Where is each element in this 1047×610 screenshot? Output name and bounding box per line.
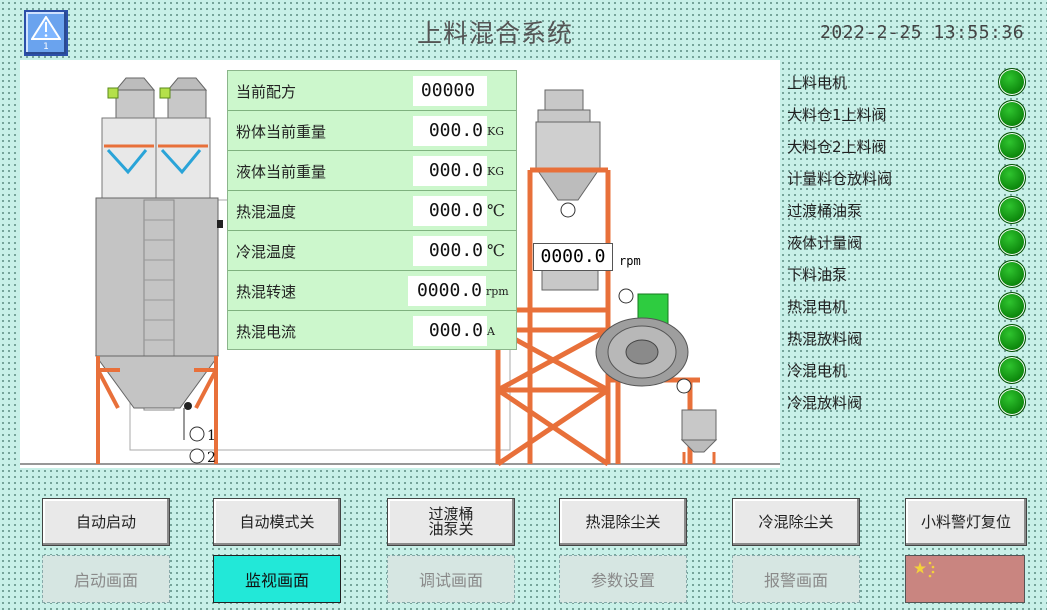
nav-param-settings[interactable]: 参数设置 <box>559 555 687 603</box>
nav-debug-screen[interactable]: 调试画面 <box>387 555 515 603</box>
silo-marker-2: 2 <box>207 450 216 466</box>
status-label: 大料仓2上料阀 <box>787 138 887 156</box>
status-label: 冷混电机 <box>787 362 848 380</box>
weigh-hopper <box>535 89 601 218</box>
top-hopper-right <box>159 77 208 119</box>
status-item: 冷混电机 <box>787 356 1037 384</box>
status-item: 上料电机 <box>787 68 1037 96</box>
auto-mode-off-button[interactable]: 自动模式关 <box>213 498 341 546</box>
data-row-hot-temp: 热混温度 000.0 ℃ <box>228 191 516 231</box>
data-row-label: 热混电流 <box>236 323 297 341</box>
data-row-unit: ℃ <box>487 241 505 260</box>
data-row-label: 冷混温度 <box>236 243 297 261</box>
language-flag-button[interactable] <box>905 555 1025 603</box>
silo-marker-1: 1 <box>207 428 216 444</box>
status-label: 大料仓1上料阀 <box>787 106 887 124</box>
home-button-number: 1 <box>43 42 49 52</box>
status-lamp-icon <box>998 68 1026 96</box>
data-row-value: 000.0 <box>413 236 487 266</box>
data-row-value: 000.0 <box>413 116 487 146</box>
status-label: 冷混放料阀 <box>787 394 863 412</box>
warning-triangle-icon <box>31 16 61 40</box>
status-label: 下料油泵 <box>787 266 848 284</box>
data-row-unit: KG <box>487 165 505 178</box>
status-lamp-icon <box>998 260 1026 288</box>
status-label: 热混电机 <box>787 298 848 316</box>
data-row-recipe: 当前配方 00000 <box>228 71 516 111</box>
status-lamp-icon <box>998 388 1026 416</box>
datetime-display: 2022-2-25 13:55:36 <box>820 22 1025 43</box>
process-data-table: 当前配方 00000 粉体当前重量 000.0 KG 液体当前重量 000.0 … <box>227 70 517 350</box>
home-button[interactable]: 1 <box>24 10 68 56</box>
auto-start-button[interactable]: 自动启动 <box>42 498 170 546</box>
data-row-label: 当前配方 <box>236 83 297 101</box>
status-lamp-icon <box>998 356 1026 384</box>
nav-alarm-screen[interactable]: 报警画面 <box>732 555 860 603</box>
transfer-pump-off-label-line1: 过渡桶 <box>428 505 474 523</box>
status-lamp-icon <box>998 100 1026 128</box>
data-row-label: 液体当前重量 <box>236 163 327 181</box>
status-item: 大料仓2上料阀 <box>787 132 1037 160</box>
status-label: 上料电机 <box>787 74 848 92</box>
status-item: 大料仓1上料阀 <box>787 100 1037 128</box>
status-item: 液体计量阀 <box>787 228 1037 256</box>
data-row-unit: ℃ <box>487 201 505 220</box>
data-row-cold-temp: 冷混温度 000.0 ℃ <box>228 231 516 271</box>
data-row-hot-current: 热混电流 000.0 A <box>228 311 516 351</box>
data-row-label: 热混转速 <box>236 283 297 301</box>
status-label: 热混放料阀 <box>787 330 863 348</box>
transfer-pump-off-button[interactable]: 过渡桶 油泵关 <box>387 498 515 546</box>
status-item: 计量料仓放料阀 <box>787 164 1037 192</box>
data-row-unit: A <box>487 325 495 338</box>
status-lamp-icon <box>998 132 1026 160</box>
status-item: 热混放料阀 <box>787 324 1037 352</box>
transfer-pump-off-label-line2: 油泵关 <box>428 520 474 538</box>
status-lamp-icon <box>998 196 1026 224</box>
status-lamp-icon <box>998 228 1026 256</box>
status-label: 计量料仓放料阀 <box>787 170 893 188</box>
data-row-value: 000.0 <box>413 316 487 346</box>
status-lamp-icon <box>998 324 1026 352</box>
data-row-unit: KG <box>487 125 505 138</box>
process-diagram: 1 2 <box>20 77 780 467</box>
data-row-value: 000.0 <box>413 196 487 226</box>
nav-monitor-screen[interactable]: 监视画面 <box>213 555 341 603</box>
china-flag-icon <box>914 561 935 578</box>
data-row-label: 热混温度 <box>236 203 297 221</box>
data-row-label: 粉体当前重量 <box>236 123 327 141</box>
cold-dust-off-button[interactable]: 冷混除尘关 <box>732 498 860 546</box>
nav-start-screen[interactable]: 启动画面 <box>42 555 170 603</box>
status-lamp-icon <box>998 292 1026 320</box>
status-item: 下料油泵 <box>787 260 1037 288</box>
status-item: 热混电机 <box>787 292 1037 320</box>
status-label: 过渡桶油泵 <box>787 202 863 220</box>
top-hopper-left <box>107 77 156 119</box>
small-warning-reset-button[interactable]: 小料警灯复位 <box>905 498 1027 546</box>
hot-dust-off-button[interactable]: 热混除尘关 <box>559 498 687 546</box>
data-row-value: 0000.0 <box>408 276 486 306</box>
mixer-speed-display: 0000.0 <box>533 243 613 271</box>
status-item: 过渡桶油泵 <box>787 196 1037 224</box>
mixer-speed-unit: rpm <box>619 254 641 268</box>
status-label: 液体计量阀 <box>787 234 863 252</box>
data-row-hot-speed: 热混转速 0000.0 rpm <box>228 271 516 311</box>
data-row-liquid-weight: 液体当前重量 000.0 KG <box>228 151 516 191</box>
page-title: 上料混合系统 <box>416 19 573 48</box>
data-row-powder-weight: 粉体当前重量 000.0 KG <box>228 111 516 151</box>
status-lamp-icon <box>998 164 1026 192</box>
data-row-unit: rpm <box>486 285 509 298</box>
data-row-value[interactable]: 00000 <box>413 76 487 106</box>
data-row-value: 000.0 <box>413 156 487 186</box>
status-item: 冷混放料阀 <box>787 388 1037 416</box>
